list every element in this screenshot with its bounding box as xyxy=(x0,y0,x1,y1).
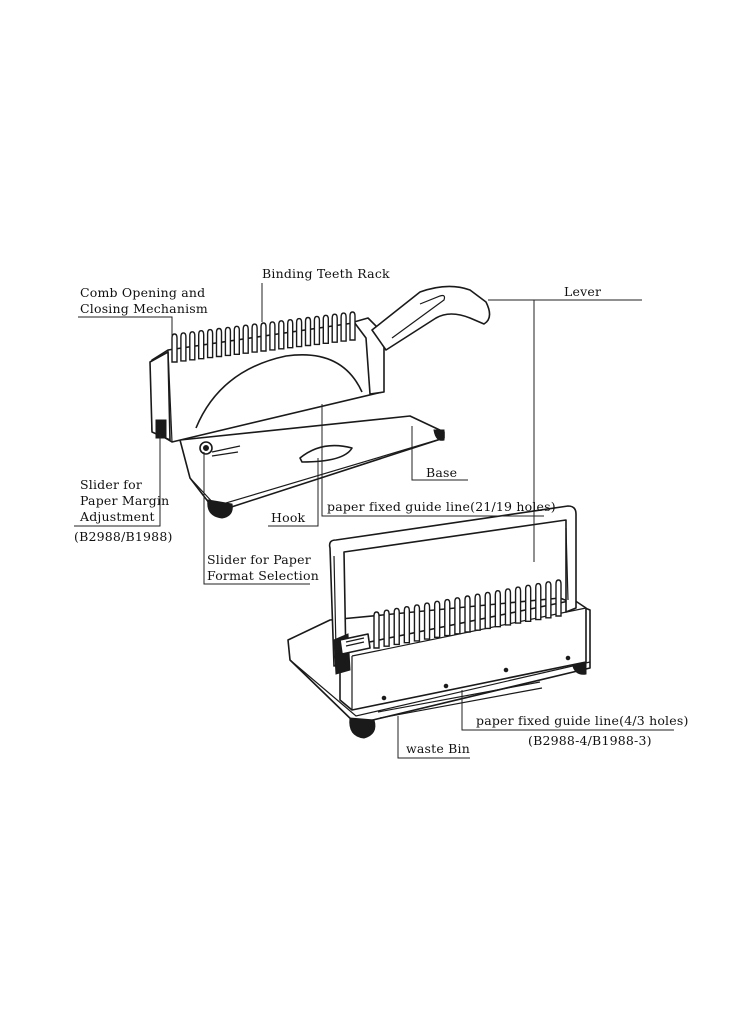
comb-tooth xyxy=(295,317,303,348)
comb-tooth xyxy=(215,327,223,358)
binding-teeth-rack-bottom xyxy=(373,579,562,649)
label-hook: Hook xyxy=(271,510,306,525)
comb-tooth xyxy=(189,331,196,361)
label-comb-line2: Closing Mechanism xyxy=(80,301,208,316)
bottom-machine xyxy=(287,505,591,739)
label-base: Base xyxy=(426,465,457,480)
comb-tooth xyxy=(423,602,431,640)
binding-teeth-rack-top xyxy=(171,311,356,363)
comb-tooth xyxy=(494,589,502,628)
base-foot-right xyxy=(433,429,445,441)
leader-lines xyxy=(74,283,674,759)
comb-tooth xyxy=(242,324,249,354)
comb-tooth xyxy=(171,333,178,363)
comb-tooth xyxy=(504,588,512,626)
comb-tooth xyxy=(464,595,471,633)
comb-tooth xyxy=(373,611,380,649)
comb-tooth xyxy=(433,600,441,639)
margin-slider-knob xyxy=(155,419,167,439)
label-slider-margin-3: Adjustment xyxy=(79,509,155,524)
comb-tooth xyxy=(322,314,329,344)
label-slider-margin-1: Slider for xyxy=(80,477,142,492)
comb-tooth xyxy=(555,579,562,617)
label-guide-4-3: paper fixed guide line(4/3 holes) xyxy=(476,713,689,728)
comb-tooth xyxy=(524,584,532,623)
labels: Binding Teeth Rack Comb Opening and Clos… xyxy=(74,266,689,756)
comb-tooth xyxy=(393,607,400,646)
comb-tooth xyxy=(313,315,321,346)
comb-tooth xyxy=(454,597,461,635)
label-slider-format-1: Slider for Paper xyxy=(207,552,311,567)
comb-tooth xyxy=(206,328,214,359)
base-foot-front xyxy=(207,499,233,519)
comb-tooth xyxy=(403,605,411,644)
label-slider-format-2: Format Selection xyxy=(207,568,319,583)
lever-frame xyxy=(328,505,577,667)
comb-tooth xyxy=(224,326,232,357)
comb-tooth xyxy=(198,329,205,360)
comb-tooth xyxy=(413,604,421,642)
comb-tooth xyxy=(535,582,542,621)
label-comb-line1: Comb Opening and xyxy=(80,285,205,300)
hook-slot xyxy=(299,444,353,463)
lever-arm xyxy=(371,285,491,351)
comb-tooth xyxy=(331,313,338,343)
comb-tooth xyxy=(251,323,258,353)
label-guide-21-19: paper fixed guide line(21/19 holes) xyxy=(327,499,556,514)
comb-tooth xyxy=(474,593,481,631)
comb-tooth xyxy=(180,332,187,362)
comb-tooth xyxy=(260,322,267,352)
label-lever: Lever xyxy=(564,284,601,299)
dome-cover xyxy=(195,354,363,429)
label-guide-4-3-models: (B2988-4/B1988-3) xyxy=(528,733,652,748)
waste-bin-tray xyxy=(377,681,543,719)
comb-tooth xyxy=(269,321,276,351)
comb-tooth xyxy=(484,591,491,630)
comb-tooth xyxy=(233,325,240,355)
top-machine xyxy=(149,285,491,519)
comb-tooth xyxy=(287,318,294,349)
label-binding-teeth-rack: Binding Teeth Rack xyxy=(262,266,390,281)
label-slider-margin-models: (B2988/B1988) xyxy=(74,529,173,544)
comb-tooth xyxy=(545,581,552,619)
comb-tooth xyxy=(340,312,347,342)
comb-tooth xyxy=(349,311,356,341)
comb-tooth xyxy=(514,586,522,624)
comb-tooth xyxy=(444,598,451,637)
label-slider-margin-2: Paper Margin xyxy=(80,493,169,508)
label-waste-bin: waste Bin xyxy=(406,741,470,756)
comb-tooth xyxy=(304,316,312,347)
base-foot-2a xyxy=(349,717,376,739)
comb-tooth xyxy=(383,609,390,647)
comb-tooth xyxy=(278,320,285,350)
